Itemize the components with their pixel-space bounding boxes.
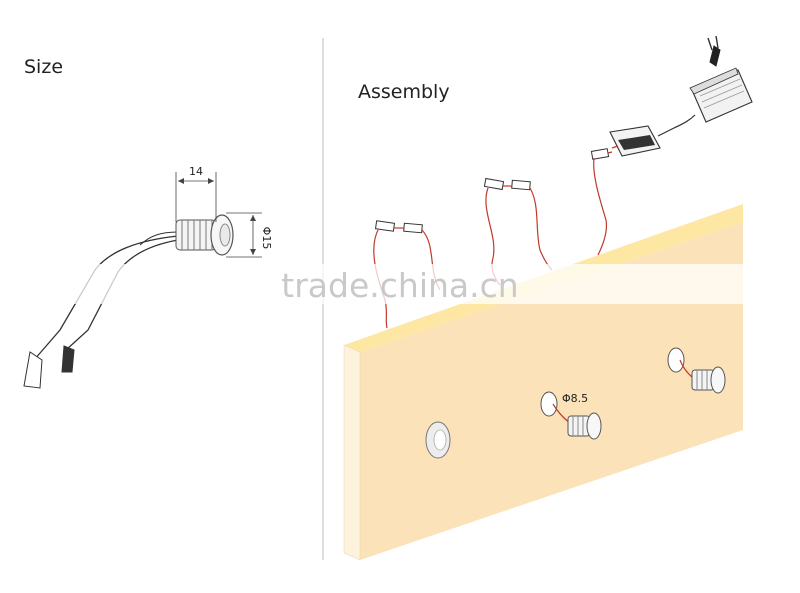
wire-terminal-2 — [61, 345, 75, 373]
diameter-dimension-label: Φ15 — [260, 227, 273, 250]
adapter-cable — [657, 114, 696, 137]
insert-light-1 — [540, 391, 602, 440]
board-front-face — [360, 222, 743, 560]
wire-terminal-1 — [23, 351, 43, 389]
power-adapter — [689, 35, 753, 123]
installed-light — [425, 421, 451, 459]
length-dimension-label: 14 — [189, 165, 203, 178]
hole-diameter-label: Φ8.5 — [562, 392, 588, 405]
assembly-heading: Assembly — [358, 81, 450, 103]
light-body — [175, 219, 217, 251]
watermark-text: trade.china.cn — [281, 266, 518, 305]
light-lens — [219, 223, 231, 247]
distribution-hub — [609, 125, 661, 157]
size-heading: Size — [24, 56, 64, 78]
lead-wire-3 — [139, 231, 179, 246]
wire-connectors — [374, 148, 610, 234]
insert-light-2 — [667, 347, 726, 394]
board-left-edge — [343, 344, 361, 561]
watermark-band — [60, 264, 750, 304]
